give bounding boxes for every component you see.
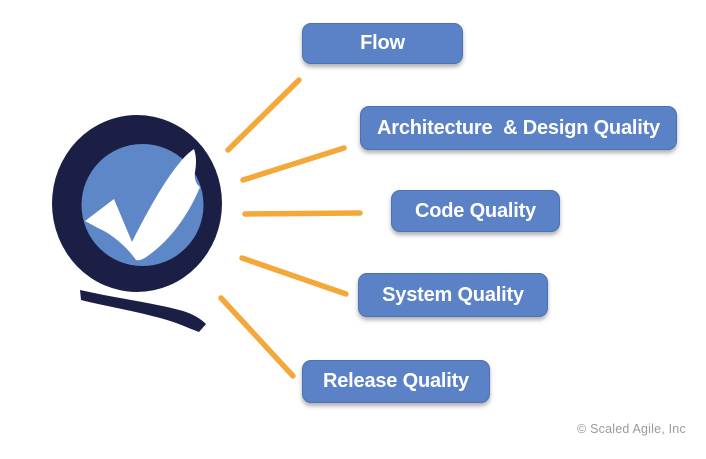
node-architecture-design-quality: Architecture & Design Quality	[360, 106, 677, 150]
connector-system	[239, 255, 349, 297]
connector-code	[242, 210, 363, 217]
node-code-label: Code Quality	[415, 199, 536, 222]
node-release-quality: Release Quality	[302, 360, 490, 403]
connector-architecture	[240, 145, 347, 183]
copyright-notice: © Scaled Agile, Inc	[577, 422, 686, 436]
node-architecture-label: Architecture & Design Quality	[377, 116, 660, 139]
node-flow-label: Flow	[360, 32, 405, 54]
checkmark-icon	[85, 149, 200, 261]
node-release-label: Release Quality	[323, 370, 469, 392]
node-system-label: System Quality	[382, 283, 524, 306]
connector-flow	[225, 77, 302, 153]
node-flow: Flow	[302, 23, 463, 64]
q-tail	[80, 290, 206, 332]
connector-lines	[218, 77, 363, 379]
node-code-quality: Code Quality	[391, 190, 560, 232]
q-checkmark-logo	[52, 115, 222, 332]
connector-release	[218, 295, 296, 379]
node-system-quality: System Quality	[358, 273, 548, 317]
